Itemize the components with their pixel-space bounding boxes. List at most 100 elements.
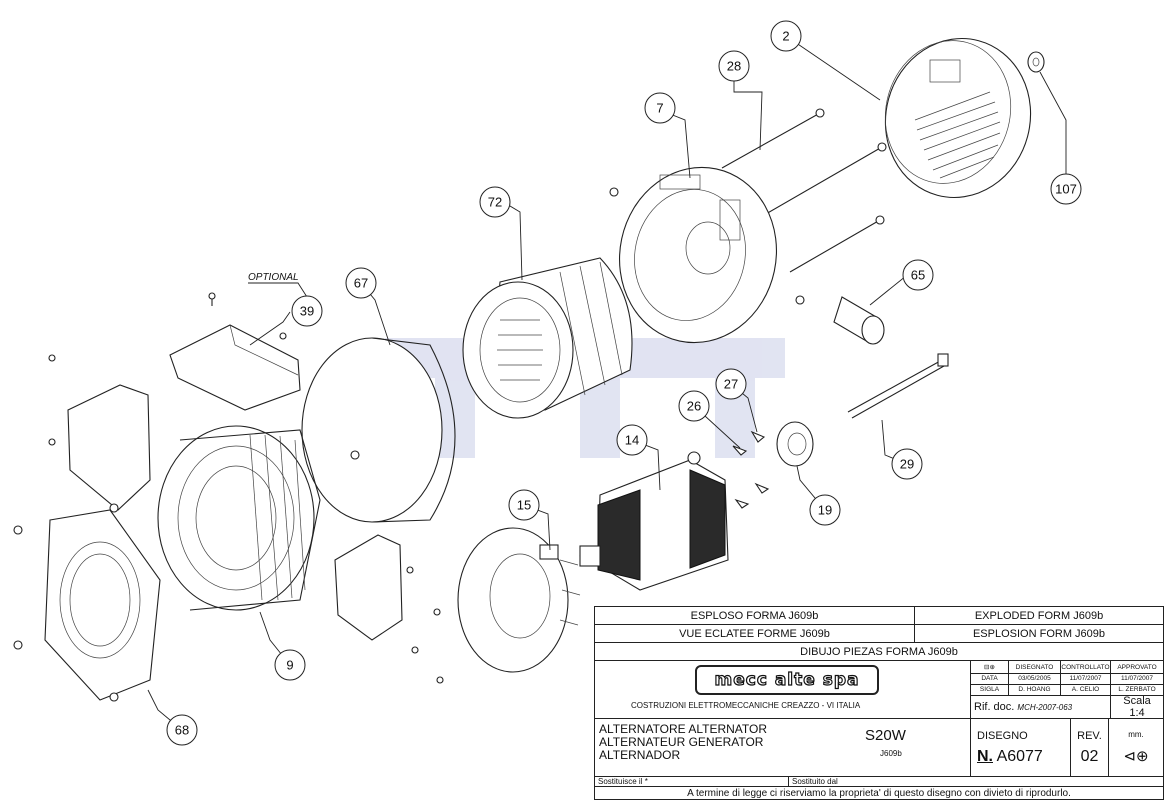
rear-cover [884,37,1032,199]
callout-7: 7 [644,92,676,124]
rif-value: MCH-2007-063 [1017,702,1073,712]
model: S20W [865,727,906,744]
small-clips [732,430,770,509]
bearing [776,421,814,467]
sig-approved: L. ZERBATO [1118,686,1156,693]
callout-68: 68 [166,714,198,746]
data-label: DATA [971,673,1009,684]
disegno-label: DISEGNO [977,729,1028,742]
number-prefix: N. [977,747,993,765]
callout-65: 65 [902,259,934,291]
main-frame [157,425,321,611]
front-flange [13,503,161,702]
lower-cover [334,534,444,684]
svg-text:27: 27 [724,377,738,392]
callout-19: 19 [809,494,841,526]
svg-text:7: 7 [656,101,663,116]
exploded-en: EXPLODED FORM J609b [974,609,1104,622]
replaces-mark: * [644,777,648,786]
long-bolt [847,353,949,419]
tie-rods [721,108,887,273]
svg-text:29: 29 [900,457,914,472]
replaced-by: Sostituito dal [792,777,838,786]
callout-39: 39 [291,295,323,327]
callout-15: 15 [508,489,540,521]
callout-29: 29 [891,448,923,480]
callout-27: 27 [715,368,747,400]
svg-text:72: 72 [488,195,502,210]
title-block: ESPLOSO FORMA J609b EXPLODED FORM J609b … [594,606,1164,800]
revision: REV. 02 [1071,719,1109,776]
description-area: ALTERNATORE ALTERNATOR ALTERNATEUR GENER… [595,719,971,776]
scale-label: Scala [1123,695,1151,707]
rev-value: 02 [1080,747,1099,765]
company-address: COSTRUZIONI ELETTROMECCANICHE CREAZZO - … [631,701,861,710]
svg-text:28: 28 [727,59,741,74]
svg-text:9: 9 [286,658,293,673]
hdr-drawn: DISEGNATO [1009,661,1061,673]
date-approved: 11/07/2007 [1120,675,1154,682]
fan [457,527,581,673]
sig-drawn: D. HOANG [1009,684,1061,695]
callout-67: 67 [345,267,377,299]
scale: Scala 1:4 [1111,695,1163,719]
callout-28: 28 [718,50,750,82]
optional-cover [169,292,301,411]
desc-line-3: ALTERNADOR [599,748,681,762]
replaces-label: Sostituisce il [598,777,643,786]
end-bracket [609,166,805,344]
callout-72: 72 [479,186,511,218]
callout-14: 14 [616,424,648,456]
company-area: mecc alte spa COSTRUZIONI ELETTROMECCANI… [595,661,971,718]
callout-2: 2 [770,20,802,52]
units-projection: mm. ⊲⊕ [1109,719,1163,776]
svg-text:107: 107 [1055,182,1077,197]
small-plug [1027,51,1045,73]
desc-line-2: ALTERNATEUR GENERATOR [599,735,764,749]
company-logo: mecc alte spa [695,665,879,695]
units-label: mm. [1128,730,1144,739]
svg-text:15: 15 [517,498,531,513]
legal-notice: A termine di legge ci riserviamo la prop… [687,787,1071,799]
scale-value: 1:4 [1129,707,1145,719]
hdr-checked: CONTROLLATO [1061,661,1111,673]
callout-9: 9 [274,649,306,681]
hdr-symbol: ⊟⊕ [971,661,1009,673]
svg-text:26: 26 [687,399,701,414]
callouts: 2 28 7 107 72 65 67 39 27 26 14 15 19 29… [166,20,1082,746]
svg-text:2: 2 [782,29,789,44]
desc-line-1: ALTERNATORE ALTERNATOR [599,722,768,736]
model-sub: J609b [880,749,902,758]
svg-text:65: 65 [911,268,925,283]
projection-icon: ⊲⊕ [1123,748,1149,765]
rotor [579,451,729,591]
cylinder-cap [833,296,885,345]
hdr-approved: APPROVATO [1117,663,1157,671]
housing [301,337,456,523]
rif-label: Rif. doc. [974,701,1015,713]
svg-text:39: 39 [300,304,314,319]
sig-checked: A. CELIO [1061,684,1111,695]
optional-label: OPTIONAL [248,272,299,283]
exploded-es: DIBUJO PIEZAS FORMA J609b [800,645,958,658]
left-cover [48,354,151,511]
exploded-it: ESPLOSO FORMA J609b [595,607,915,624]
replaces: Sostituisce il * [595,777,789,786]
svg-text:19: 19 [818,503,832,518]
callout-107: 107 [1050,173,1082,205]
sigla-label: SIGLA [971,684,1009,695]
stator [462,257,633,419]
rev-label: REV. [1077,729,1102,742]
drawing-number-value: A6077 [996,747,1043,765]
exploded-fr2: ESPLOSION FORM J609b [972,627,1106,640]
drawing-number: DISEGNO N. A6077 [971,719,1071,776]
exploded-fr: VUE ECLATEE FORME J609b [595,625,915,642]
svg-text:14: 14 [625,433,639,448]
rif-doc: Rif. doc. MCH-2007-063 [971,695,1111,719]
callout-26: 26 [678,390,710,422]
date-drawn: 03/05/2005 [1009,673,1061,684]
date-checked: 11/07/2007 [1061,673,1111,684]
svg-text:68: 68 [175,723,189,738]
svg-text:67: 67 [354,276,368,291]
